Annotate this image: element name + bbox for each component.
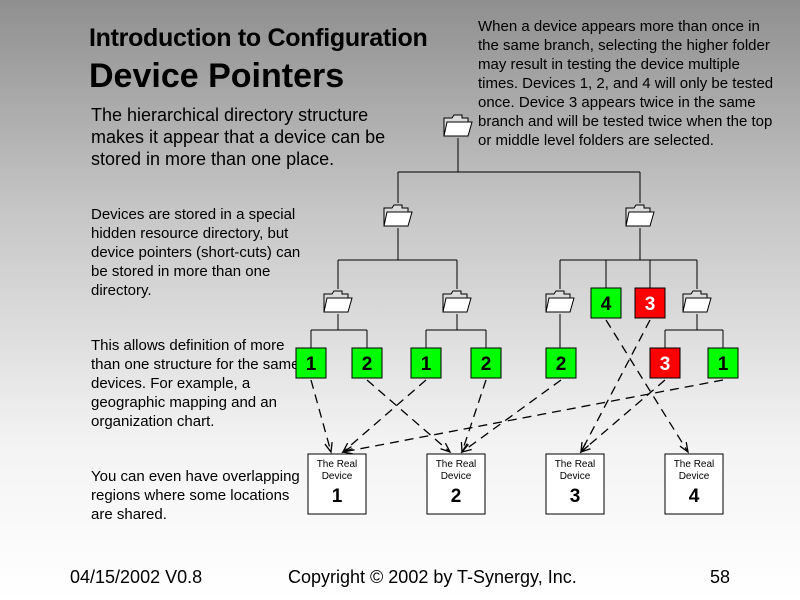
device-caption: The Real xyxy=(674,459,715,470)
folder-icon xyxy=(443,114,473,137)
slide-title: Device Pointers xyxy=(89,57,345,95)
device-caption: The Real xyxy=(317,459,358,470)
pointer-label: 2 xyxy=(481,354,492,375)
pointer-label: 2 xyxy=(556,354,567,375)
device-caption: The Real xyxy=(436,459,477,470)
pointer-node: 1 xyxy=(707,347,739,379)
device-number: 3 xyxy=(570,486,581,507)
tree-connectors xyxy=(310,138,724,349)
folder-icon xyxy=(383,204,413,227)
device-number: 1 xyxy=(332,486,343,507)
pointer-label: 1 xyxy=(718,354,729,375)
structure-paragraph: This allows definition of more than one … xyxy=(91,337,300,430)
pointer-node: 3 xyxy=(634,287,666,319)
pointer-node: 4 xyxy=(590,287,622,319)
device-caption: Device xyxy=(679,471,710,482)
pointer-node: 2 xyxy=(470,347,502,379)
folder-icon xyxy=(323,290,353,313)
pointer-label: 3 xyxy=(645,294,656,315)
pointer-label: 4 xyxy=(601,294,612,315)
folder-nodes xyxy=(323,114,712,313)
folder-icon xyxy=(442,290,472,313)
slide-kicker: Introduction to Configuration xyxy=(89,24,428,52)
device-caption: Device xyxy=(322,471,353,482)
pointer-label: 1 xyxy=(421,354,432,375)
intro-paragraph: The hierarchical directory structure mak… xyxy=(91,105,386,169)
pointer-node: 3 xyxy=(649,347,681,379)
pointer-label: 3 xyxy=(660,354,671,375)
pointer-label: 1 xyxy=(306,354,317,375)
pointer-node: 2 xyxy=(545,347,577,379)
overlap-paragraph: You can even have overlapping regions wh… xyxy=(91,468,300,523)
device-number: 2 xyxy=(451,486,462,507)
device-caption: Device xyxy=(441,471,472,482)
device-number: 4 xyxy=(689,486,700,507)
device-caption: The Real xyxy=(555,459,596,470)
footer-page-number: 58 xyxy=(710,567,731,587)
pointer-arrows xyxy=(310,319,724,455)
pointer-label: 2 xyxy=(362,354,373,375)
folder-icon xyxy=(682,290,712,313)
device-caption: Device xyxy=(560,471,591,482)
folder-icon xyxy=(545,290,575,313)
pointer-node: 1 xyxy=(410,347,442,379)
duplicate-testing-note: When a device appears more than once in … xyxy=(478,18,774,149)
pointer-node: 1 xyxy=(295,347,327,379)
footer-copyright: Copyright © 2002 by T-Synergy, Inc. xyxy=(288,567,577,587)
storage-paragraph: Devices are stored in a special hidden r… xyxy=(91,206,301,299)
folder-icon xyxy=(625,204,655,227)
footer-date-version: 04/15/2002 V0.8 xyxy=(70,567,203,587)
pointer-nodes: 1 2 1 2 2 4 3 3 1 xyxy=(295,287,739,379)
pointer-node: 2 xyxy=(351,347,383,379)
